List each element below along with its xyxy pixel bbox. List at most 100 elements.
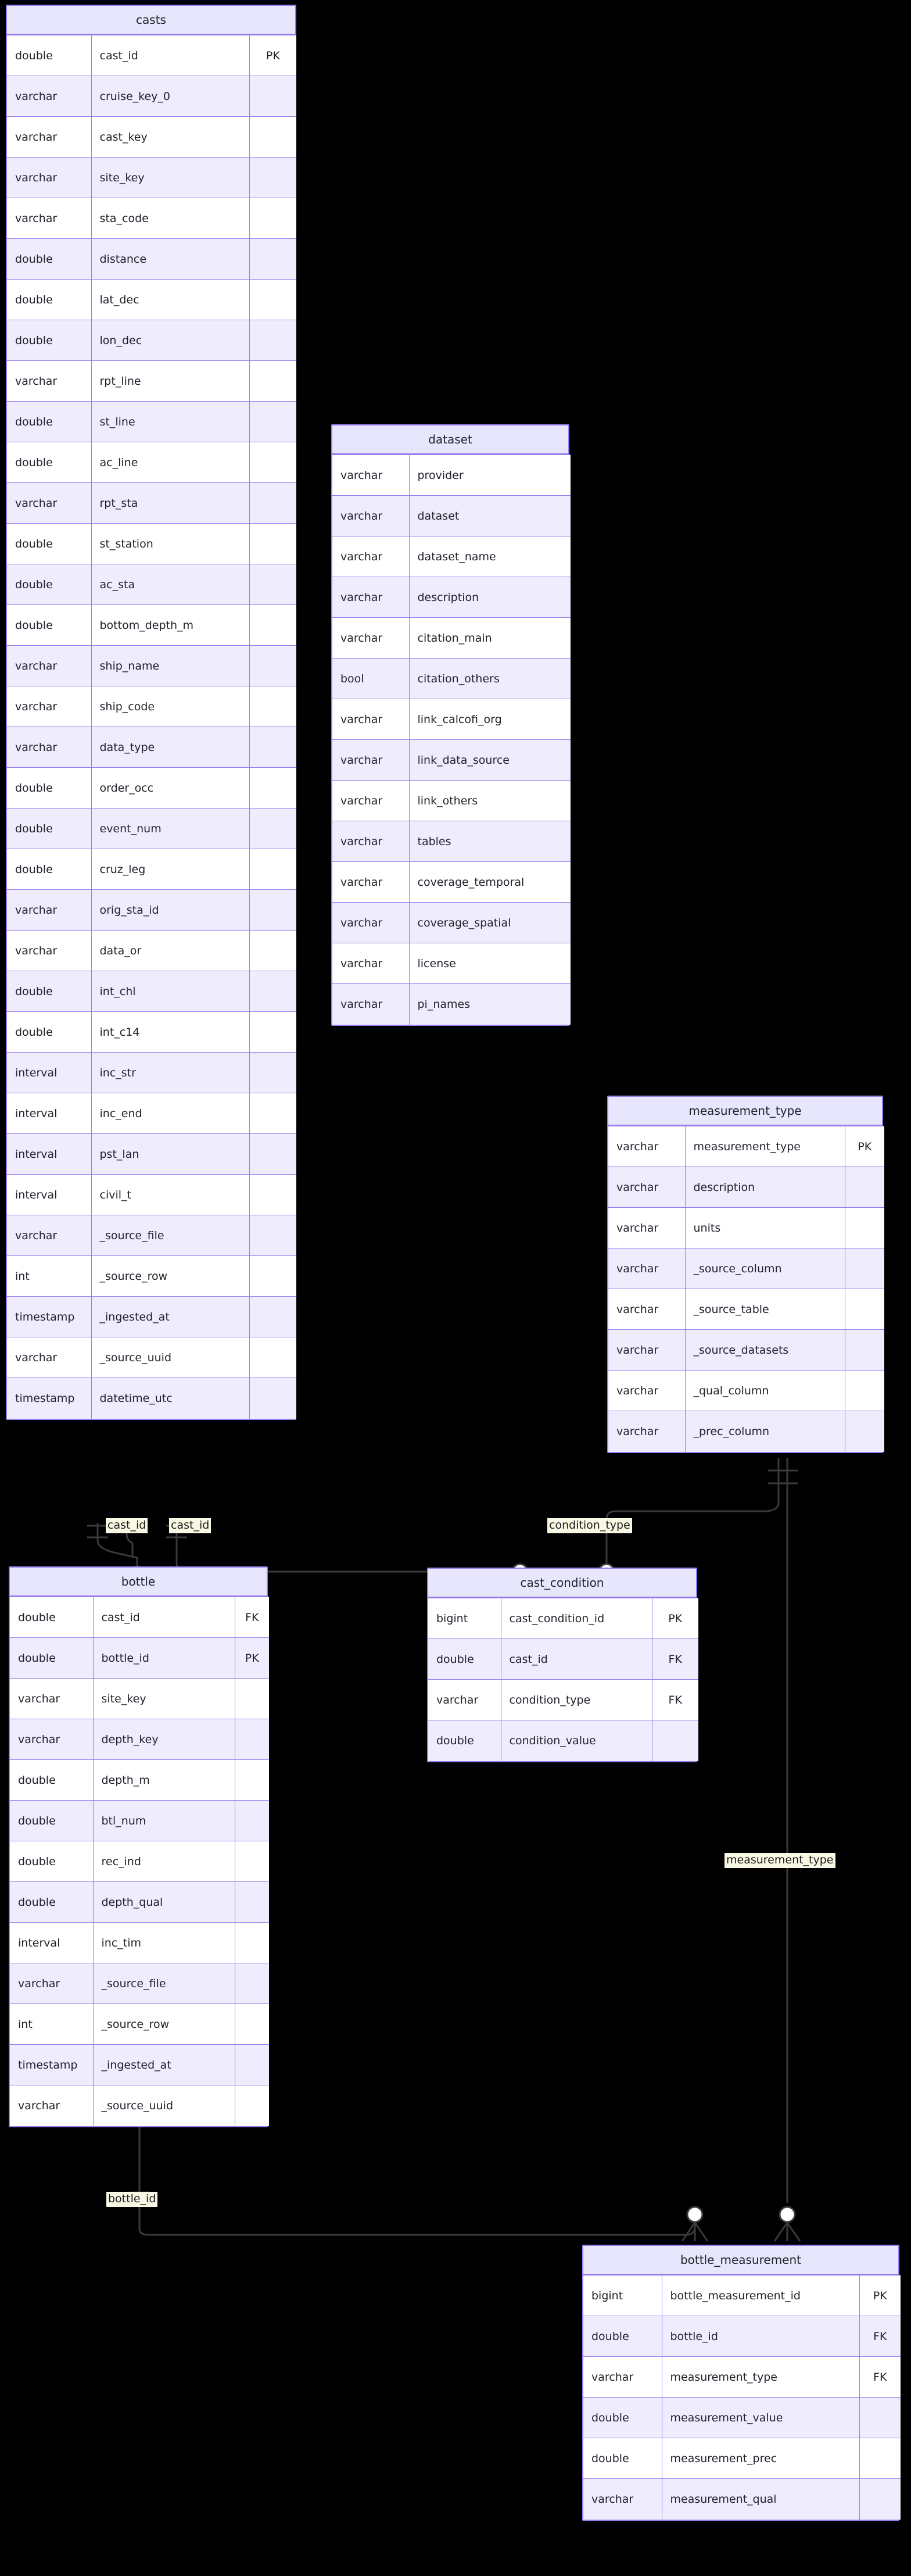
attribute-row[interactable]: varchar_source_file xyxy=(10,1963,269,2004)
attribute-row[interactable]: int_source_row xyxy=(10,2003,269,2045)
attribute-type: varchar xyxy=(332,617,410,659)
attribute-key-badge xyxy=(249,1093,296,1134)
attribute-row[interactable]: varchar_source_file xyxy=(7,1215,296,1256)
attribute-type: varchar xyxy=(7,889,92,931)
attribute-name: int_chl xyxy=(91,971,250,1012)
attribute-row[interactable]: varchar_prec_column xyxy=(608,1411,884,1452)
attribute-row[interactable]: int_source_row xyxy=(7,1255,296,1297)
attribute-type: interval xyxy=(7,1174,92,1215)
attribute-type: varchar xyxy=(10,1678,94,1719)
attribute-row[interactable]: varchar_source_table xyxy=(608,1289,884,1330)
attribute-row[interactable]: varchar_source_uuid xyxy=(7,1337,296,1378)
attribute-row[interactable]: varchar_source_datasets xyxy=(608,1329,884,1371)
attribute-type: varchar xyxy=(7,198,92,239)
attribute-row[interactable]: varchar_source_column xyxy=(608,1248,884,1289)
attribute-row[interactable]: timestamp_ingested_at xyxy=(7,1296,296,1337)
attribute-type: varchar xyxy=(332,495,410,536)
attribute-row[interactable]: timestamp_ingested_at xyxy=(10,2044,269,2085)
attribute-row[interactable]: varchar_source_uuid xyxy=(10,2085,269,2126)
attribute-name: rec_ind xyxy=(92,1841,235,1882)
attribute-type: varchar xyxy=(10,1963,94,2004)
attribute-name: provider xyxy=(408,455,571,496)
attribute-row[interactable]: varchar_qual_column xyxy=(608,1370,884,1411)
attribute-key-badge xyxy=(234,1963,269,2004)
attribute-type: timestamp xyxy=(7,1378,92,1419)
attribute-key-badge xyxy=(249,238,296,280)
